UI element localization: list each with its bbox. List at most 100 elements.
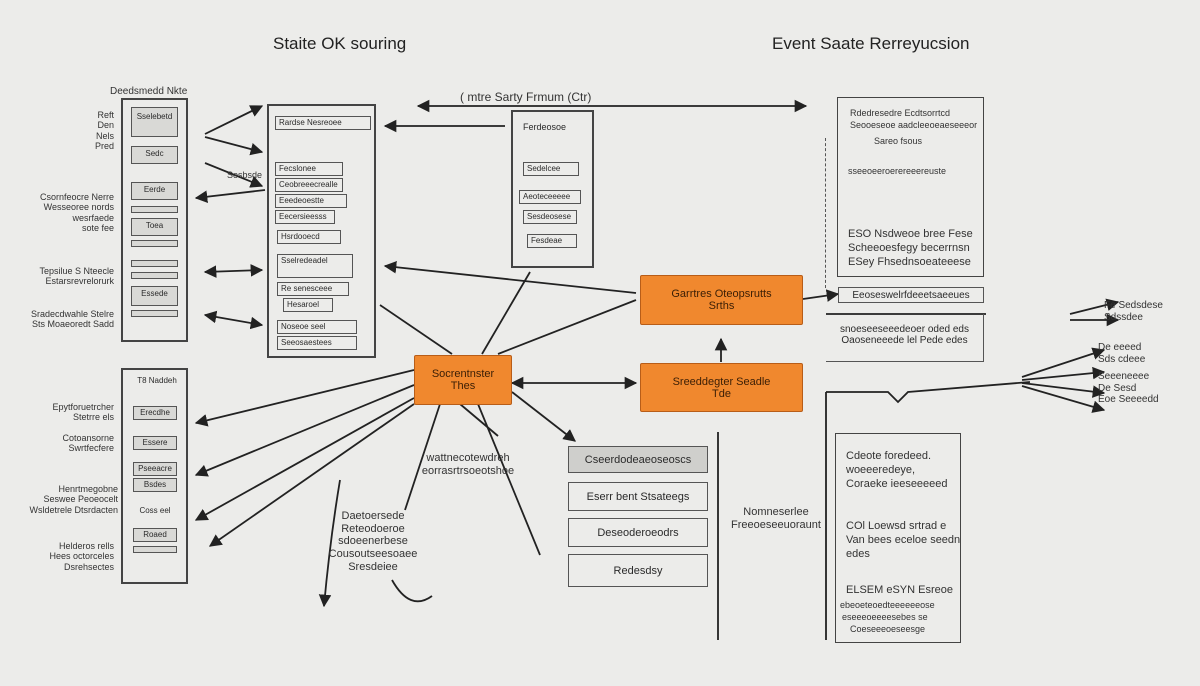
left-label: Swrtfecfere: [68, 443, 114, 454]
orange-node-sublabel: Thes: [450, 380, 476, 392]
right-top-item: Sareo fsous: [874, 136, 923, 146]
arrow-col-to-panel-4: [203, 310, 264, 330]
arrow-fan-2: [194, 384, 415, 477]
center-bottom-line: Cousoutseesoaee: [328, 547, 418, 560]
left-label-group-6: Helderos rells Hees octorceles Dsrehsect…: [6, 541, 114, 572]
right-bottom-item: edes: [846, 548, 870, 560]
left-label: Epytforuetrcher: [52, 402, 114, 412]
arrow-center-to-top-right: [497, 299, 637, 355]
arrow-panel-to-col-2: [204, 162, 264, 188]
right-bottom-item: woeeeredeye,: [846, 464, 916, 476]
right-bottom-item: ebeoeteoedteeeeeeose: [840, 600, 935, 610]
stack-bar: [131, 240, 178, 247]
right-mid-line: snoeseeseeedeoer oded eds: [840, 324, 969, 335]
right-title: Event Saate Rerreyucsion: [772, 34, 970, 53]
panel3: Ferdeosoe Sedelcee Aeoteceeeee Sesdeoses…: [511, 110, 594, 268]
panel2-item: Fecslonee: [275, 162, 343, 176]
stack-bar: [131, 310, 178, 317]
panel2-header: Rardse Nesreoee: [275, 116, 371, 130]
panel3-item: Fesdeae: [527, 234, 577, 248]
far-fan-5: [1069, 298, 1120, 315]
far-right-line: De Sesd: [1098, 382, 1137, 394]
far-right-line: Eoe Seeeedd: [1098, 394, 1159, 405]
arrow-col-to-panel-3: [203, 264, 264, 278]
panel3-item: Sedelcee: [523, 162, 579, 176]
center-stack-item[interactable]: Deseoderoeodrs: [568, 518, 708, 547]
left-stack-top: Sselebetd Sedc Eerde Toea Essede: [121, 98, 188, 342]
panel2-item: Seeosaestees: [277, 336, 357, 350]
arrow-fan-3: [194, 397, 415, 521]
far-fan-4: [1021, 385, 1106, 413]
stack-cell: Sselebetd: [131, 107, 178, 137]
left-label: Seswee Peoeocelt: [43, 494, 118, 505]
far-fan-3: [1021, 382, 1106, 398]
stack-bar: [133, 546, 177, 553]
orange-node-bottom-right[interactable]: Sreeddegter Seadle Tde: [640, 363, 803, 412]
left-title: Staite OK souring: [273, 34, 407, 53]
center-mid-line: eorrasrtrsoeotshoe: [421, 464, 515, 477]
panel2-item: Sselredeadel: [277, 254, 353, 278]
panel2: Rardse Nesreoee Fecslonee Ceobreeecreall…: [267, 104, 376, 358]
top-arrow-label: ( mtre Sarty Frmum (Ctr): [460, 90, 592, 104]
panel2-item: Re senesceee: [277, 282, 349, 296]
right-mid-box: snoeseeseeedeoer oded eds Oaoseneeede le…: [826, 314, 984, 362]
stack-label: T8 Naddeh: [137, 376, 177, 385]
center-bottom-line: Reteodoeroe: [341, 522, 405, 535]
left-column-header: Deedsmedd Nkte: [110, 86, 188, 97]
center-stack-item[interactable]: Redesdsy: [568, 554, 708, 587]
stack-cell: Essere: [133, 436, 177, 450]
far-fan-1: [1021, 347, 1106, 378]
far-right-line: Seeeneeee: [1098, 371, 1150, 382]
stack-cell: Pseeacre: [133, 462, 177, 476]
left-label: Wesseoree nords: [43, 202, 114, 213]
right-bracket: [826, 381, 1031, 404]
right-top-item: Rdedresedre Ecdtsorrtcd: [850, 108, 951, 118]
arrow-panel3-to-center: [481, 271, 531, 355]
orange-node-center[interactable]: Socrentnster Thes: [414, 355, 512, 405]
left-label: Csornfeocre Nerre: [39, 192, 114, 202]
right-dashed-line: [825, 138, 826, 288]
arrow-to-banner: [802, 289, 840, 302]
panel2-item: Ceobreeecrealle: [275, 178, 343, 192]
orange-node-sublabel: Srths: [708, 300, 735, 312]
orange-node-label: Socrentnster: [431, 368, 495, 380]
stack-cell: Sedc: [131, 146, 178, 164]
right-banner[interactable]: Eeoseswelrfdeeetsaeeues: [838, 287, 984, 303]
orange-node-label: Sreeddegter Seadle: [672, 375, 771, 388]
stack-cell: Bsdes: [133, 478, 177, 492]
left-label-group-4: Epytforuetrcher Stetrre els Cotoansorne …: [6, 402, 114, 453]
center-stack-item[interactable]: Cseerdodeaeoseoscs: [568, 446, 708, 473]
left-label-group-2: Tepsilue S Nteecle Estarsrevrelorurk: [6, 266, 114, 287]
panel3-item: Sesdeosese: [523, 210, 577, 224]
arrow-panel2-to-right: [383, 260, 637, 294]
right-top-item: Seooeseoe aadcleeoeaeseeeor: [850, 120, 978, 130]
right-bottom-item: ELSEM eSYN Esreoe: [846, 584, 953, 596]
right-side-label: Nomneserlee Freeoeseeuoraunt: [726, 506, 826, 531]
right-top-item: Scheeoesfegy becerrnsn: [848, 242, 970, 254]
left-label: Estarsrevrelorurk: [45, 276, 114, 287]
arrow-curve-down: [318, 479, 341, 608]
arrow-col-to-panel-1: [204, 105, 264, 135]
panel2-item: Eeedeoestte: [275, 194, 347, 208]
stack-bar: [131, 206, 178, 213]
right-top-panel: Rdedresedre Ecdtsorrtcd Seooeseoe aadcle…: [837, 97, 984, 277]
right-side-line: Freeoeseeuoraunt: [731, 518, 821, 531]
far-right-line: Fe Sedsdese: [1104, 300, 1163, 311]
left-label-group-1: Csornfeocre Nerre Wesseoree nords wesrfa…: [6, 192, 114, 233]
left-label: Sts Moaeoredt Sadd: [31, 319, 114, 330]
panel2-side-label: Sesbsde: [227, 170, 263, 180]
right-top-item: ESO Nsdweoe bree Fese: [848, 228, 973, 240]
left-label: Wsldetrele Dtsrdacten: [29, 504, 118, 515]
orange-node-sublabel: Tde: [712, 387, 731, 400]
panel3-title: Ferdeosoe: [523, 122, 567, 132]
far-right-line: Sds cdeee: [1098, 353, 1146, 365]
far-right-line: Sdssdee: [1104, 311, 1143, 323]
left-top-label: Den: [97, 120, 114, 131]
orange-node-top-right[interactable]: Garrtres Oteopsrutts Srths: [640, 275, 803, 325]
stack-bar: [131, 260, 178, 267]
stack-cell: Toea: [131, 218, 178, 236]
far-right-line: De eeeed: [1098, 342, 1142, 353]
right-bottom-item: Van bees eceloe seedn: [846, 534, 961, 546]
center-stack-item[interactable]: Eserr bent Stsateegs: [568, 482, 708, 511]
right-bottom-item: Coraeke ieeseeeeed: [846, 478, 948, 490]
